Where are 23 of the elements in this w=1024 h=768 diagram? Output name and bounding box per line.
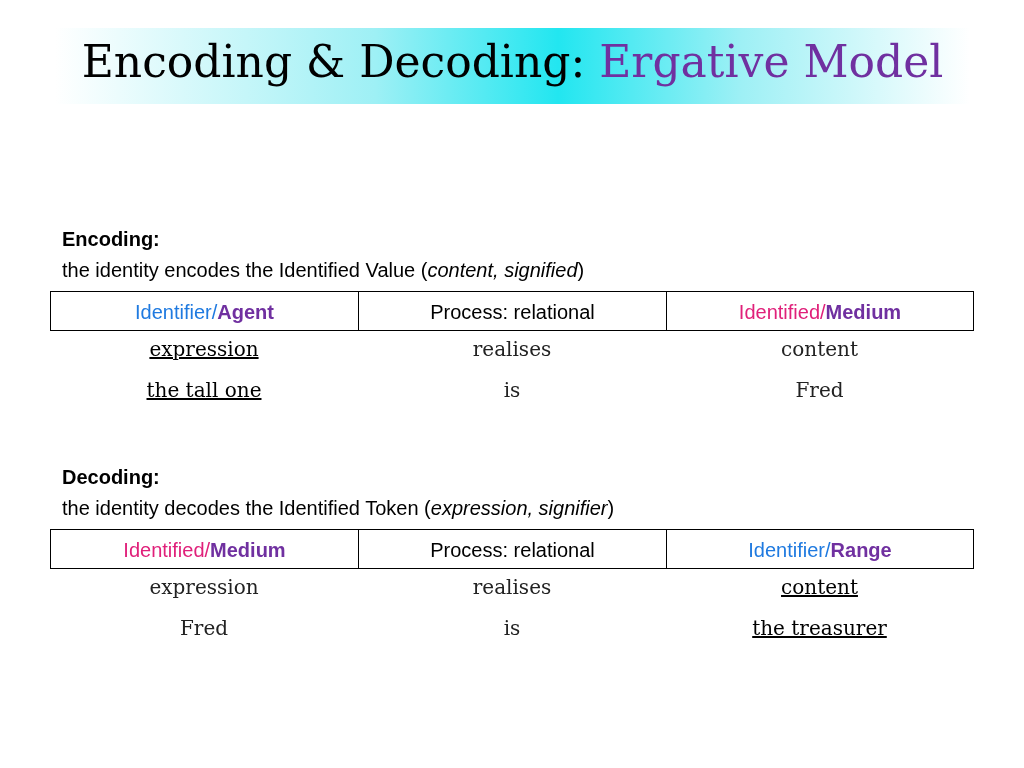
table-entry: content xyxy=(780,575,859,599)
table-entry: Fred xyxy=(178,616,230,640)
header-cell: Identifier/Range xyxy=(666,529,974,569)
table-entry: realises xyxy=(471,575,553,599)
section-heading: Decoding: xyxy=(62,466,160,489)
description-text: the identity decodes the Identified Token (expression, signifier) xyxy=(62,497,615,520)
header-cell: Identifier/Agent xyxy=(50,291,359,331)
table-entry: is xyxy=(502,378,522,402)
table-entry: the tall one xyxy=(145,378,263,402)
table-entry: expression xyxy=(148,337,260,361)
table-entry: content xyxy=(780,337,859,361)
header-cell: Identified/Medium xyxy=(666,291,974,331)
slide-title: Encoding & Decoding: Ergative Model xyxy=(80,36,945,87)
header-cell: Identified/Medium xyxy=(50,529,359,569)
table-entry: is xyxy=(502,616,522,640)
table-entry: realises xyxy=(471,337,553,361)
table-entry: the treasurer xyxy=(751,616,888,640)
header-cell: Process: relational xyxy=(358,291,667,331)
table-entry: Fred xyxy=(794,378,845,402)
header-cell: Process: relational xyxy=(358,529,667,569)
section-heading: Encoding: xyxy=(62,228,160,251)
description-text: the identity encodes the Identified Value (content, signified) xyxy=(62,259,585,282)
table-entry: expression xyxy=(148,575,260,599)
